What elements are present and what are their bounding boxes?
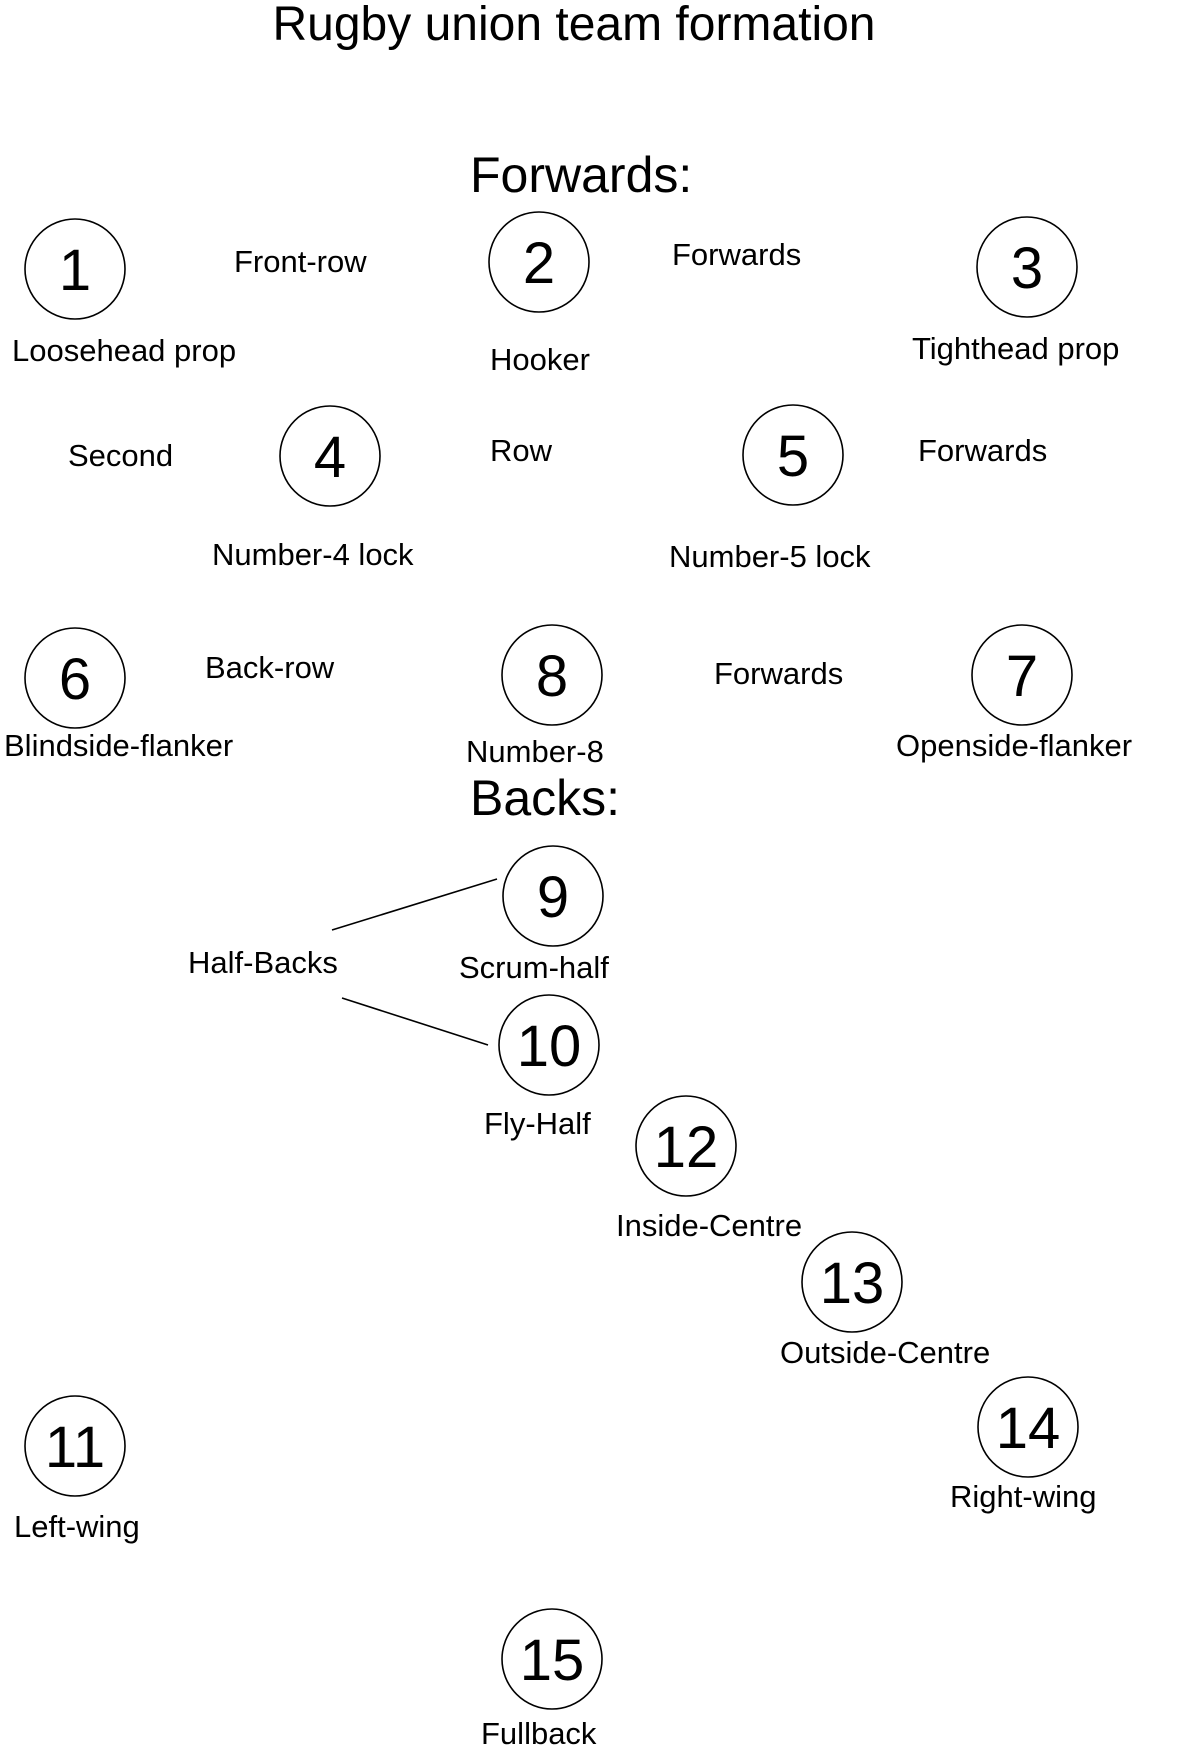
player-number: 5: [777, 424, 809, 489]
player-14: 14 Right-wing: [950, 1376, 1096, 1514]
player-position-label: Inside-Centre: [616, 1208, 802, 1243]
player-circle: [24, 218, 126, 320]
player-7: 7 Openside-flanker: [896, 624, 1132, 763]
player-position-label: Hooker: [490, 342, 590, 377]
player-13: 13 Outside-Centre: [780, 1231, 990, 1370]
player-number: 7: [1006, 644, 1038, 709]
player-number: 4: [314, 425, 346, 490]
player-circle: [801, 1231, 903, 1333]
player-number: 3: [1011, 236, 1043, 301]
player-position-label: Fullback: [481, 1716, 597, 1750]
player-number: 6: [59, 647, 91, 712]
player-position-label: Right-wing: [950, 1479, 1096, 1514]
player-circle: [742, 404, 844, 506]
player-circle: [24, 627, 126, 729]
player-10: 10 Fly-Half: [484, 994, 600, 1141]
player-number: 1: [59, 238, 91, 303]
player-position-label: Left-wing: [14, 1509, 140, 1544]
player-circle: [24, 1395, 126, 1497]
group-label-second: Second: [68, 438, 173, 473]
player-6: 6 Blindside-flanker: [4, 627, 233, 763]
player-12: 12 Inside-Centre: [616, 1095, 802, 1243]
player-5: 5 Number-5 lock: [669, 404, 871, 574]
player-number: 8: [536, 644, 568, 709]
player-8: 8 Number-8: [466, 624, 604, 769]
player-circle: [498, 994, 600, 1096]
player-circle: [279, 405, 381, 507]
player-number: 11: [45, 1415, 105, 1480]
player-number: 15: [520, 1628, 585, 1693]
player-position-label: Loosehead prop: [12, 333, 236, 368]
player-position-label: Openside-flanker: [896, 728, 1132, 763]
group-label-back-row-forwards: Forwards: [714, 656, 843, 691]
player-4: 4 Number-4 lock: [212, 405, 414, 572]
player-position-label: Number-5 lock: [669, 539, 871, 574]
player-number: 9: [537, 865, 569, 930]
player-2: 2 Hooker: [488, 211, 590, 377]
player-circle: [502, 845, 604, 947]
player-11: 11 Left-wing: [14, 1395, 140, 1544]
player-circle: [501, 624, 603, 726]
player-circle: [488, 211, 590, 313]
group-label-row: Row: [490, 433, 553, 468]
forwards-heading: Forwards:: [470, 147, 692, 203]
player-circle: [971, 624, 1073, 726]
group-label-front-row-forwards: Forwards: [672, 237, 801, 272]
player-circle: [977, 1376, 1079, 1478]
player-position-label: Outside-Centre: [780, 1335, 990, 1370]
player-position-label: Number-4 lock: [212, 537, 414, 572]
group-label-back-row: Back-row: [205, 650, 335, 685]
connector-half-backs-to-fly-half: [341, 997, 489, 1046]
player-number: 2: [523, 231, 555, 296]
player-circle: [501, 1608, 603, 1710]
connector-half-backs-to-scrum-half: [331, 878, 498, 931]
player-circle: [976, 216, 1078, 318]
backs-heading: Backs:: [470, 770, 620, 826]
player-15: 15 Fullback: [481, 1608, 603, 1750]
group-label-front-row: Front-row: [234, 244, 367, 279]
player-position-label: Tighthead prop: [912, 331, 1119, 366]
player-circle: [635, 1095, 737, 1197]
player-number: 14: [996, 1396, 1061, 1461]
player-position-label: Fly-Half: [484, 1106, 591, 1141]
player-number: 10: [517, 1014, 582, 1079]
player-position-label: Scrum-half: [459, 950, 609, 985]
player-position-label: Blindside-flanker: [4, 728, 233, 763]
player-number: 13: [820, 1251, 885, 1316]
player-number: 12: [654, 1115, 719, 1180]
diagram-title: Rugby union team formation: [273, 0, 876, 51]
player-position-label: Number-8: [466, 734, 604, 769]
group-label-half-backs: Half-Backs: [188, 945, 338, 980]
group-label-second-row-forwards: Forwards: [918, 433, 1047, 468]
player-1: 1 Loosehead prop: [12, 218, 236, 368]
player-3: 3 Tighthead prop: [912, 216, 1119, 366]
player-9: 9 Scrum-half: [459, 845, 609, 985]
